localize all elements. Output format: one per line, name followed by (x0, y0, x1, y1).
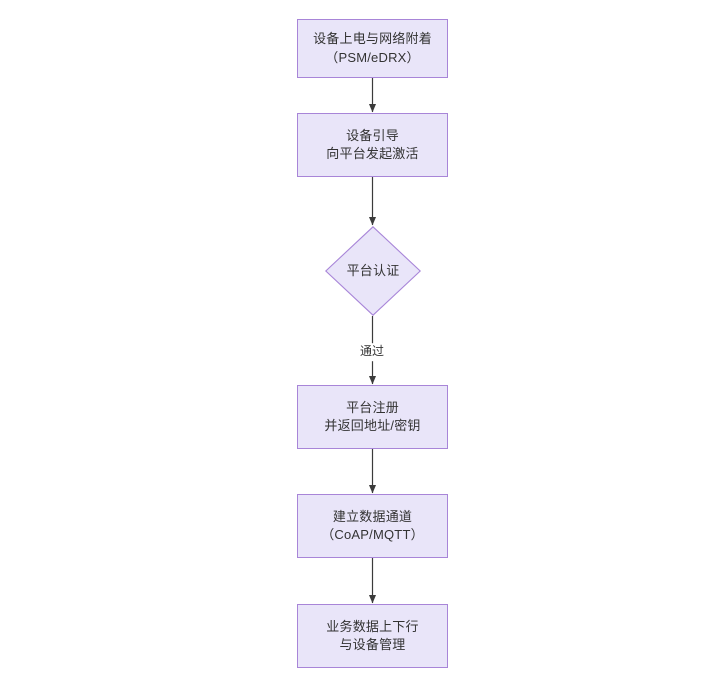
edge-label-pass-text: 通过 (359, 344, 385, 359)
node-power-on-label: 设备上电与网络附着 （PSM/eDRX） (313, 31, 432, 65)
edge-label-pass: 通过 (356, 343, 388, 361)
node-platform-auth[interactable]: 平台认证 (324, 226, 422, 316)
diamond-shape (324, 226, 422, 316)
node-bootstrap-label: 设备引导 向平台发起激活 (326, 127, 419, 161)
node-data-channel-label: 建立数据通道 （CoAP/MQTT） (321, 508, 424, 542)
node-platform-register[interactable]: 平台注册 并返回地址/密钥 (297, 385, 448, 449)
node-power-on[interactable]: 设备上电与网络附着 （PSM/eDRX） (297, 19, 448, 78)
node-service-data[interactable]: 业务数据上下行 与设备管理 (297, 604, 448, 668)
node-platform-register-label: 平台注册 并返回地址/密钥 (324, 399, 421, 433)
node-bootstrap[interactable]: 设备引导 向平台发起激活 (297, 113, 448, 177)
node-service-data-label: 业务数据上下行 与设备管理 (326, 618, 419, 652)
node-data-channel[interactable]: 建立数据通道 （CoAP/MQTT） (297, 494, 448, 558)
